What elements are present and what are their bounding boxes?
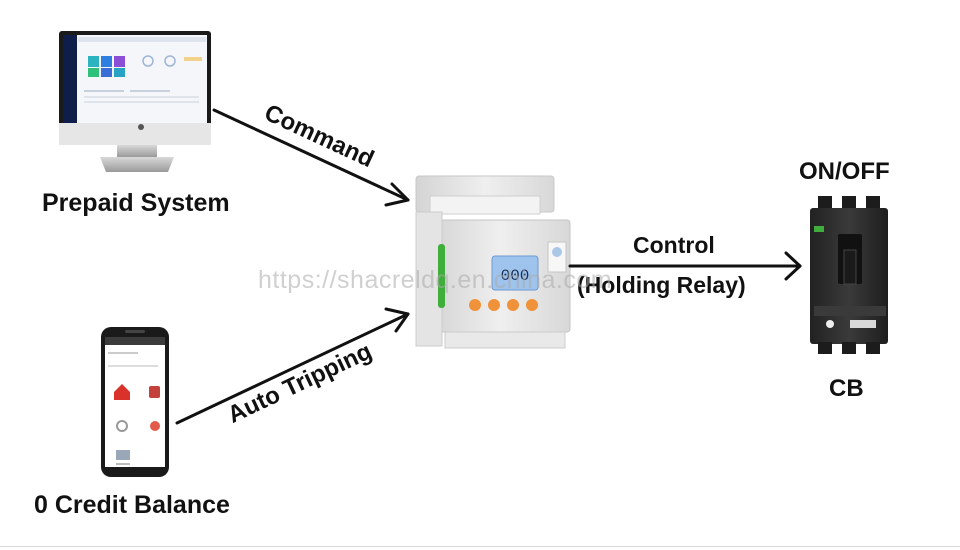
control-arrow: [568, 251, 802, 281]
bottom-divider: [0, 546, 960, 547]
auto-tripping-arrow: [175, 307, 410, 425]
holding-relay-label: (Holding Relay): [577, 272, 746, 298]
command-arrow: [212, 108, 410, 207]
auto-tripping-label: Auto Tripping: [224, 338, 377, 429]
meter-icon: [415, 175, 571, 349]
on-off-label: ON/OFF: [799, 158, 890, 185]
prepaid-system-label: Prepaid System: [42, 189, 230, 217]
control-label: Control: [633, 232, 715, 258]
cb-label: CB: [829, 375, 864, 402]
command-label: Command: [260, 99, 378, 173]
breaker-icon: [810, 196, 888, 354]
watermark-text: https://shacreldq.en.china.com: [258, 266, 613, 294]
meter-display-value: 000: [501, 267, 530, 285]
zero-credit-balance-label: 0 Credit Balance: [34, 491, 230, 519]
monitor-icon: [59, 31, 211, 172]
phone-icon: [101, 327, 169, 477]
